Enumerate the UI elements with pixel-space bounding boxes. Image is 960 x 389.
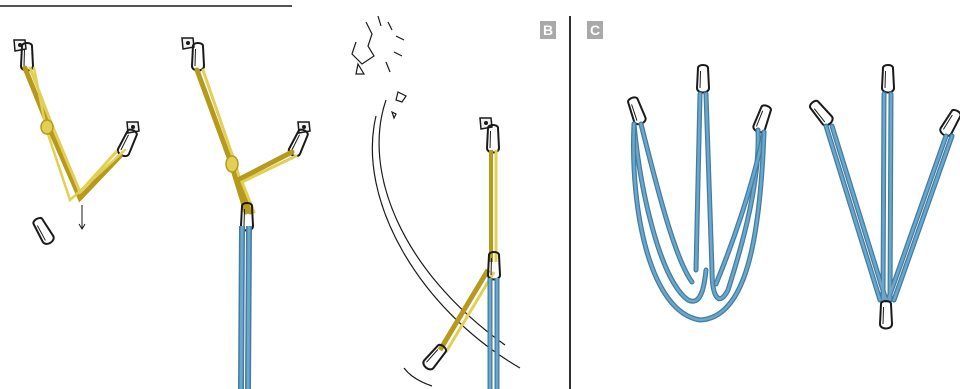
panel-a-anchor-finished — [181, 37, 311, 389]
carabiner-icon — [20, 42, 34, 72]
climbing-rope — [238, 225, 252, 389]
carabiner-icon — [191, 42, 205, 72]
climbing-rope — [487, 278, 500, 389]
motion-arrow-icon — [78, 205, 86, 230]
carabiner-icon — [806, 97, 836, 129]
carabiner-icon — [30, 215, 57, 247]
panel-c-cordelette-b — [806, 64, 960, 330]
climbing-rope-loop — [631, 91, 767, 323]
carabiner-icon — [879, 300, 893, 330]
bolt-hanger-icon — [479, 117, 493, 130]
carabiner-icon — [486, 124, 500, 154]
carabiner-icon — [937, 107, 960, 139]
panel-label-c: C — [587, 21, 603, 39]
panel-label-b: B — [540, 21, 556, 39]
climbing-rope-loop — [823, 91, 955, 303]
panel-a-anchor-tying — [0, 5, 292, 247]
rock-fall-icon — [351, 15, 407, 120]
carabiner-icon — [625, 94, 648, 127]
anchor-rope-loop — [437, 150, 498, 353]
carabiner-icon — [881, 64, 895, 94]
carabiner-icon — [487, 251, 501, 281]
panel-c-cordelette-a — [625, 64, 774, 323]
anchor-rope-loop — [22, 65, 127, 203]
carabiner-icon — [696, 64, 710, 94]
panel-b-rockfall — [351, 15, 521, 389]
anchor-rope-loop — [194, 67, 298, 215]
carabiner-icon — [751, 102, 774, 135]
carabiner-icon — [420, 341, 450, 373]
ground-mark — [403, 367, 433, 387]
